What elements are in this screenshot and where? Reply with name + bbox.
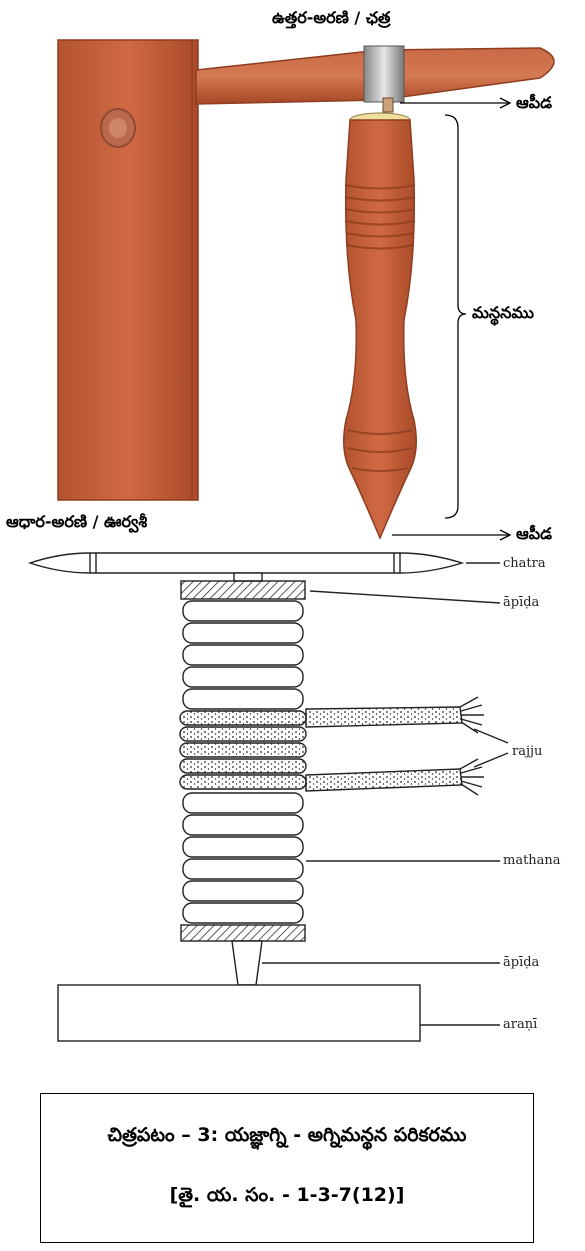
label-apida-top: ఆపీడ	[516, 93, 552, 116]
spindle-point	[232, 941, 262, 985]
caption-reference: [తై. య. సం. - 1-3-7(12)]	[41, 1184, 533, 1211]
base-arani-board	[58, 40, 198, 500]
label-apida-drawing-bottom: āpīḍa	[503, 955, 539, 970]
fire-drill-photo	[0, 0, 585, 545]
top-hatched-cap	[181, 581, 305, 599]
label-apida-bottom: ఆపీడ	[516, 524, 552, 547]
rope-end-lower	[306, 769, 462, 791]
label-mathana: mathana	[503, 853, 561, 868]
arani-base	[58, 985, 420, 1041]
upper-arani-handle	[196, 46, 554, 104]
caption-box: చిత్రపటం – 3: యజ్ఞాగ్ని - అగ్నిమన్థన పరి…	[40, 1093, 534, 1243]
caption-title: చిత్రపటం – 3: యజ్ఞాగ్ని - అగ్నిమన్థన పరి…	[41, 1124, 533, 1151]
rope-end-upper	[306, 707, 462, 727]
top-pin	[383, 98, 393, 112]
bottom-hatched-cap	[181, 925, 305, 941]
label-upper-arani: ఉత్తర-అరణి / ఛత్ర	[272, 8, 390, 31]
label-base-arani: ఆధార-అరణి / ఊర్వశీ	[6, 512, 147, 535]
label-rajju: rajju	[512, 744, 542, 759]
label-arani: araṇī	[503, 1017, 537, 1032]
chatra-bar	[30, 553, 462, 573]
label-manthana: మన్థనము	[472, 303, 534, 326]
fire-drill-drawing	[0, 545, 585, 1065]
spindle	[344, 113, 417, 538]
label-apida-drawing-top: āpīḍa	[503, 595, 539, 610]
label-chatra: chatra	[503, 556, 546, 571]
